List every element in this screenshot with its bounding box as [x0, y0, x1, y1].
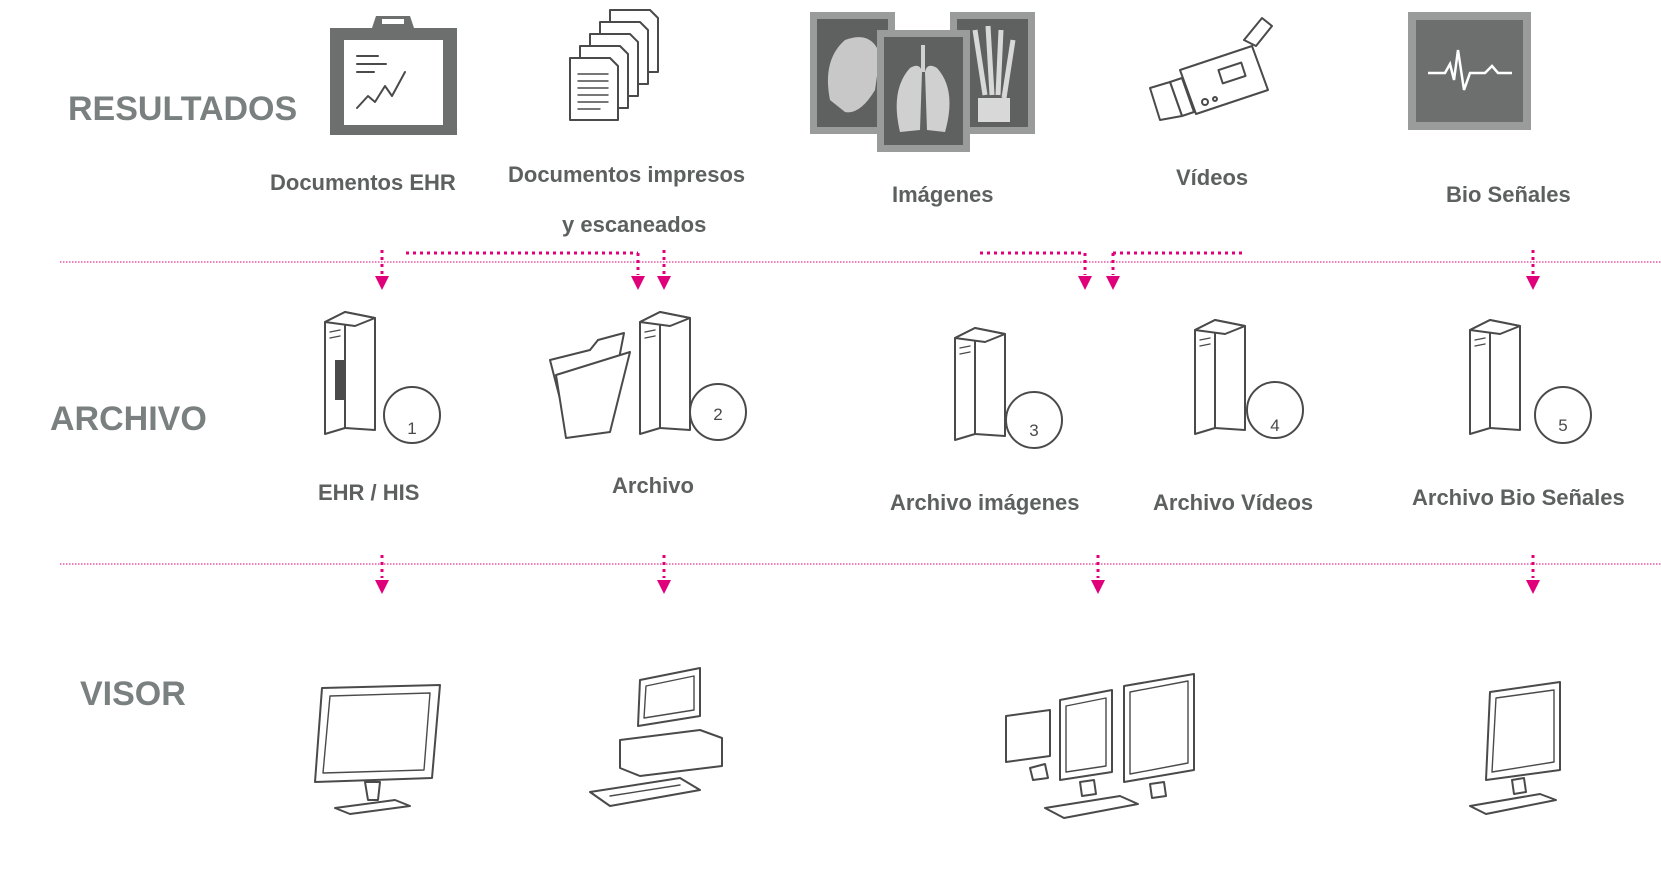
- monitor-icon-bio: [1469, 681, 1561, 815]
- server-icon-videos: 4: [1194, 319, 1304, 439]
- row-label-resultados: RESULTADOS: [68, 90, 297, 128]
- clipboard-chart-icon: [330, 16, 457, 135]
- archive-label-bio: Archivo Bio Señales: [1412, 485, 1625, 510]
- flow-arrow-ehr: [375, 250, 389, 290]
- flow-arrow-ehr-viewer: [375, 555, 389, 594]
- row-label-visor: VISOR: [80, 675, 186, 713]
- flow-arrow-imagenes: [980, 251, 1092, 290]
- server-icon-bio: 5: [1469, 319, 1592, 444]
- multi-monitor-workstation-icon: [1005, 673, 1195, 819]
- archive-label-ehr-his: EHR / HIS: [318, 480, 419, 505]
- bio-signal-monitor-icon: [1408, 12, 1531, 130]
- video-camera-icon: [1149, 17, 1273, 121]
- flow-arrow-bio-viewer: [1526, 555, 1540, 594]
- archive-label-archivo: Archivo: [612, 473, 694, 498]
- row-label-archivo: ARCHIVO: [50, 400, 207, 438]
- xray-images-icon: [810, 12, 1035, 152]
- flow-arrow-archivo-viewer: [657, 555, 671, 594]
- flow-arrow-archivo: [657, 250, 671, 290]
- monitor-icon-ehr: [314, 684, 441, 815]
- flow-arrow-imagenes-viewer: [1091, 555, 1105, 594]
- stacked-documents-icon: [569, 9, 659, 121]
- server-folder-icon-archivo: 2: [549, 311, 747, 441]
- source-label-imagenes: Imágenes: [892, 182, 994, 207]
- archive-label-videos: Archivo Vídeos: [1153, 490, 1313, 515]
- archive-number-2: 2: [713, 405, 722, 424]
- source-label-ehr: Documentos EHR: [270, 170, 456, 195]
- archive-number-5: 5: [1558, 416, 1567, 435]
- server-icon-imagenes: 3: [954, 327, 1063, 449]
- archive-label-imagenes: Archivo imágenes: [890, 490, 1080, 515]
- desktop-computer-icon: [589, 667, 723, 807]
- source-label-videos: Vídeos: [1176, 165, 1248, 190]
- flow-arrow-impresos-to-archivo: [406, 251, 645, 290]
- source-label-bio: Bio Señales: [1446, 182, 1571, 207]
- server-icon-ehr-his: 1: [324, 311, 441, 444]
- source-label-impresos-line1: Documentos impresos: [508, 162, 745, 187]
- archive-number-3: 3: [1029, 421, 1038, 440]
- archive-number-1: 1: [407, 419, 416, 438]
- flow-arrow-bio: [1526, 250, 1540, 290]
- source-label-impresos-line2: y escaneados: [562, 212, 706, 237]
- flow-arrow-videos: [1106, 251, 1245, 290]
- archive-number-4: 4: [1270, 416, 1279, 435]
